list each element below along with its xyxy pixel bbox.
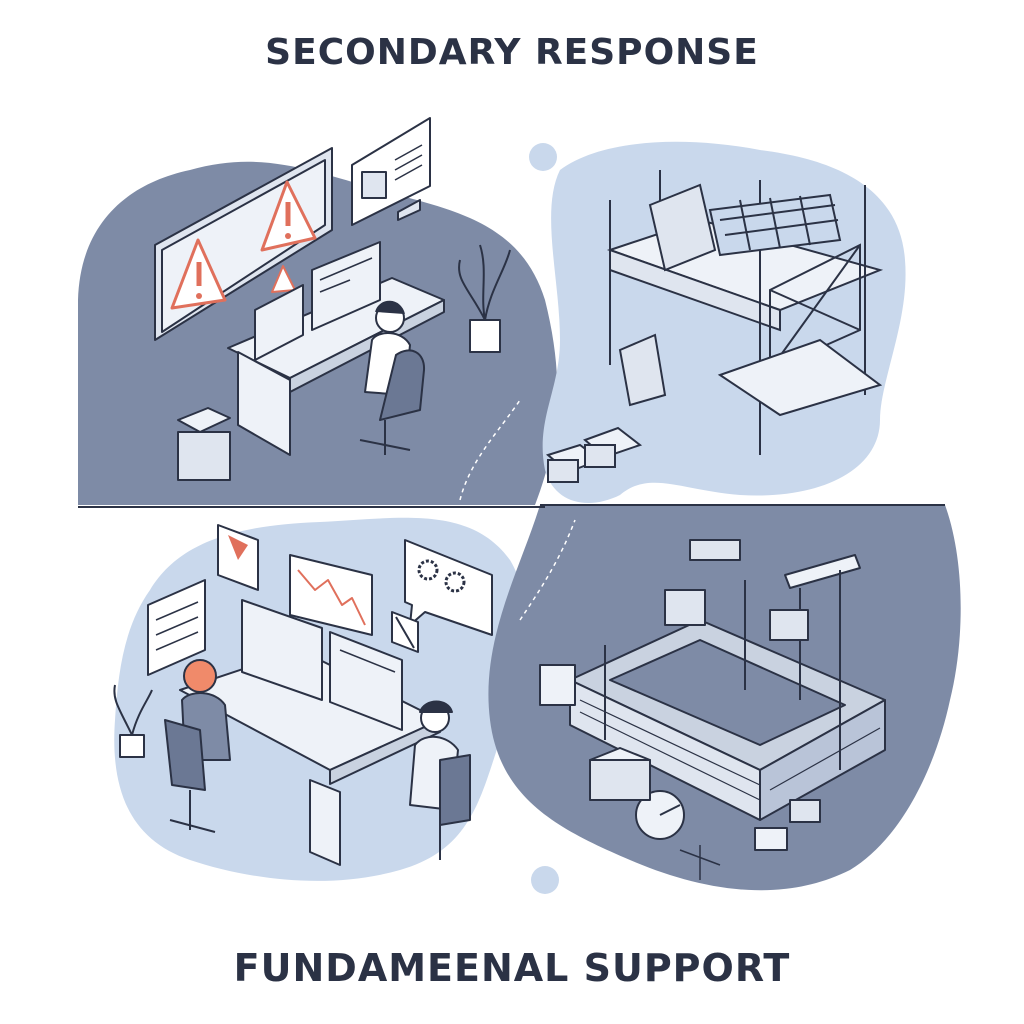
plant-icon xyxy=(113,684,153,736)
concrete-block xyxy=(689,539,741,561)
plant-pot xyxy=(469,319,501,353)
analyst-head xyxy=(183,659,217,693)
bottom-title: FUNDAMEENAL SUPPORT xyxy=(233,946,791,990)
wall-document xyxy=(147,579,206,676)
plant-icon xyxy=(458,244,511,321)
office-chair xyxy=(164,719,206,791)
box-stack xyxy=(177,407,231,433)
monitor xyxy=(254,284,304,361)
concrete-block xyxy=(789,799,821,823)
analyst-workspace xyxy=(113,524,493,866)
top-title: SECONDARY RESPONSE xyxy=(265,32,759,73)
flow-dashes-bottom xyxy=(519,519,576,621)
gear-icon xyxy=(417,559,439,581)
crane-beam xyxy=(784,554,861,589)
office-chair xyxy=(379,349,426,421)
monitor xyxy=(329,631,403,731)
flow-dashes-top xyxy=(459,399,521,501)
warning-triangle-icon xyxy=(260,180,317,252)
concrete-block xyxy=(754,827,788,851)
gear-icon xyxy=(444,571,466,593)
plant-pot xyxy=(119,734,145,758)
bubble-dot-bottom xyxy=(531,866,559,894)
bubble-dot-top xyxy=(529,143,557,171)
trend-chart-panel xyxy=(289,554,373,636)
monitoring-room xyxy=(154,117,511,481)
warning-triangle-icon xyxy=(271,265,296,293)
warning-triangle-icon xyxy=(170,238,227,310)
monitor xyxy=(311,241,381,331)
office-chair xyxy=(439,754,471,826)
foundation-site xyxy=(539,539,886,880)
monitor xyxy=(241,599,323,701)
scaffold-structure xyxy=(545,170,884,483)
